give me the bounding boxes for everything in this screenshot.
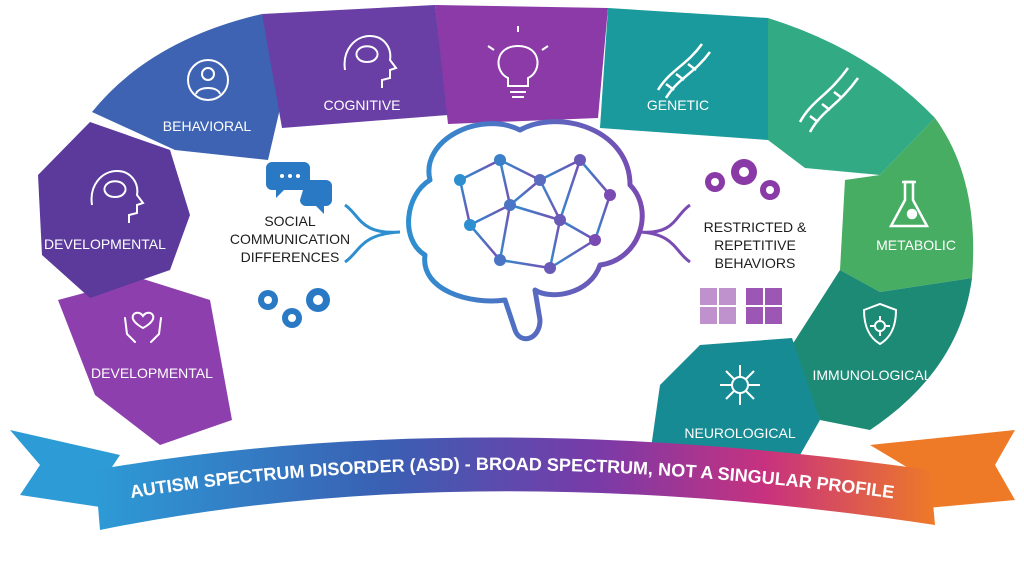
- segment-cognitive: COGNITIVE: [262, 5, 448, 128]
- pattern-tiles-icon: [700, 288, 782, 324]
- chat-bubbles-icon: [266, 162, 332, 214]
- person-cycle-icon: [187, 59, 229, 101]
- brain-head-icon: [90, 169, 145, 223]
- left-connector: [344, 203, 401, 264]
- segment-dna: [768, 18, 935, 175]
- segment-neurological: NEUROLOGICAL: [650, 338, 820, 455]
- gears-icon: [258, 288, 330, 328]
- segment-label: NEUROLOGICAL: [684, 425, 795, 441]
- segment-label: IMMUNOLOGICAL: [812, 367, 931, 383]
- hands-heart-icon: [124, 311, 162, 343]
- segment-label: METABOLIC: [876, 237, 956, 253]
- segment-label: DEVELOPMENTAL: [44, 236, 166, 252]
- segment-label: DEVELOPMENTAL: [91, 365, 213, 381]
- segment-lightbulb: [435, 5, 608, 124]
- segment-developmental-lower: DEVELOPMENTAL: [58, 278, 232, 445]
- social-line-1: SOCIAL: [264, 213, 316, 229]
- neuron-icon: [720, 365, 760, 405]
- restricted-line-3: BEHAVIORS: [715, 255, 796, 271]
- segment-label: GENETIC: [647, 97, 709, 113]
- brain-network-icon: [406, 119, 645, 342]
- brain-head-icon: [343, 34, 398, 88]
- restricted-line-1: RESTRICTED &: [704, 219, 807, 235]
- segment-developmental-upper: DEVELOPMENTAL: [38, 122, 190, 298]
- segment-label: COGNITIVE: [323, 97, 400, 113]
- gears-icon: [705, 159, 780, 200]
- dna-icon: [656, 43, 712, 99]
- social-line-2: COMMUNICATION: [230, 231, 350, 247]
- dna-icon: [798, 67, 860, 133]
- lightbulb-icon: [487, 26, 549, 98]
- segment-behavioral: BEHAVIORAL: [92, 14, 282, 160]
- social-line-3: DIFFERENCES: [241, 249, 340, 265]
- flask-icon: [888, 180, 930, 228]
- right-connector: [639, 203, 691, 264]
- shield-virus-icon: [862, 302, 898, 346]
- segment-genetic: GENETIC: [600, 8, 768, 140]
- ribbon-banner: AUTISM SPECTRUM DISORDER (ASD) - BROAD S…: [10, 430, 1015, 530]
- restricted-line-2: REPETITIVE: [714, 237, 796, 253]
- segment-immunological: IMMUNOLOGICAL: [792, 270, 972, 430]
- segment-label: BEHAVIORAL: [163, 118, 252, 134]
- segment-metabolic: METABOLIC: [840, 118, 974, 292]
